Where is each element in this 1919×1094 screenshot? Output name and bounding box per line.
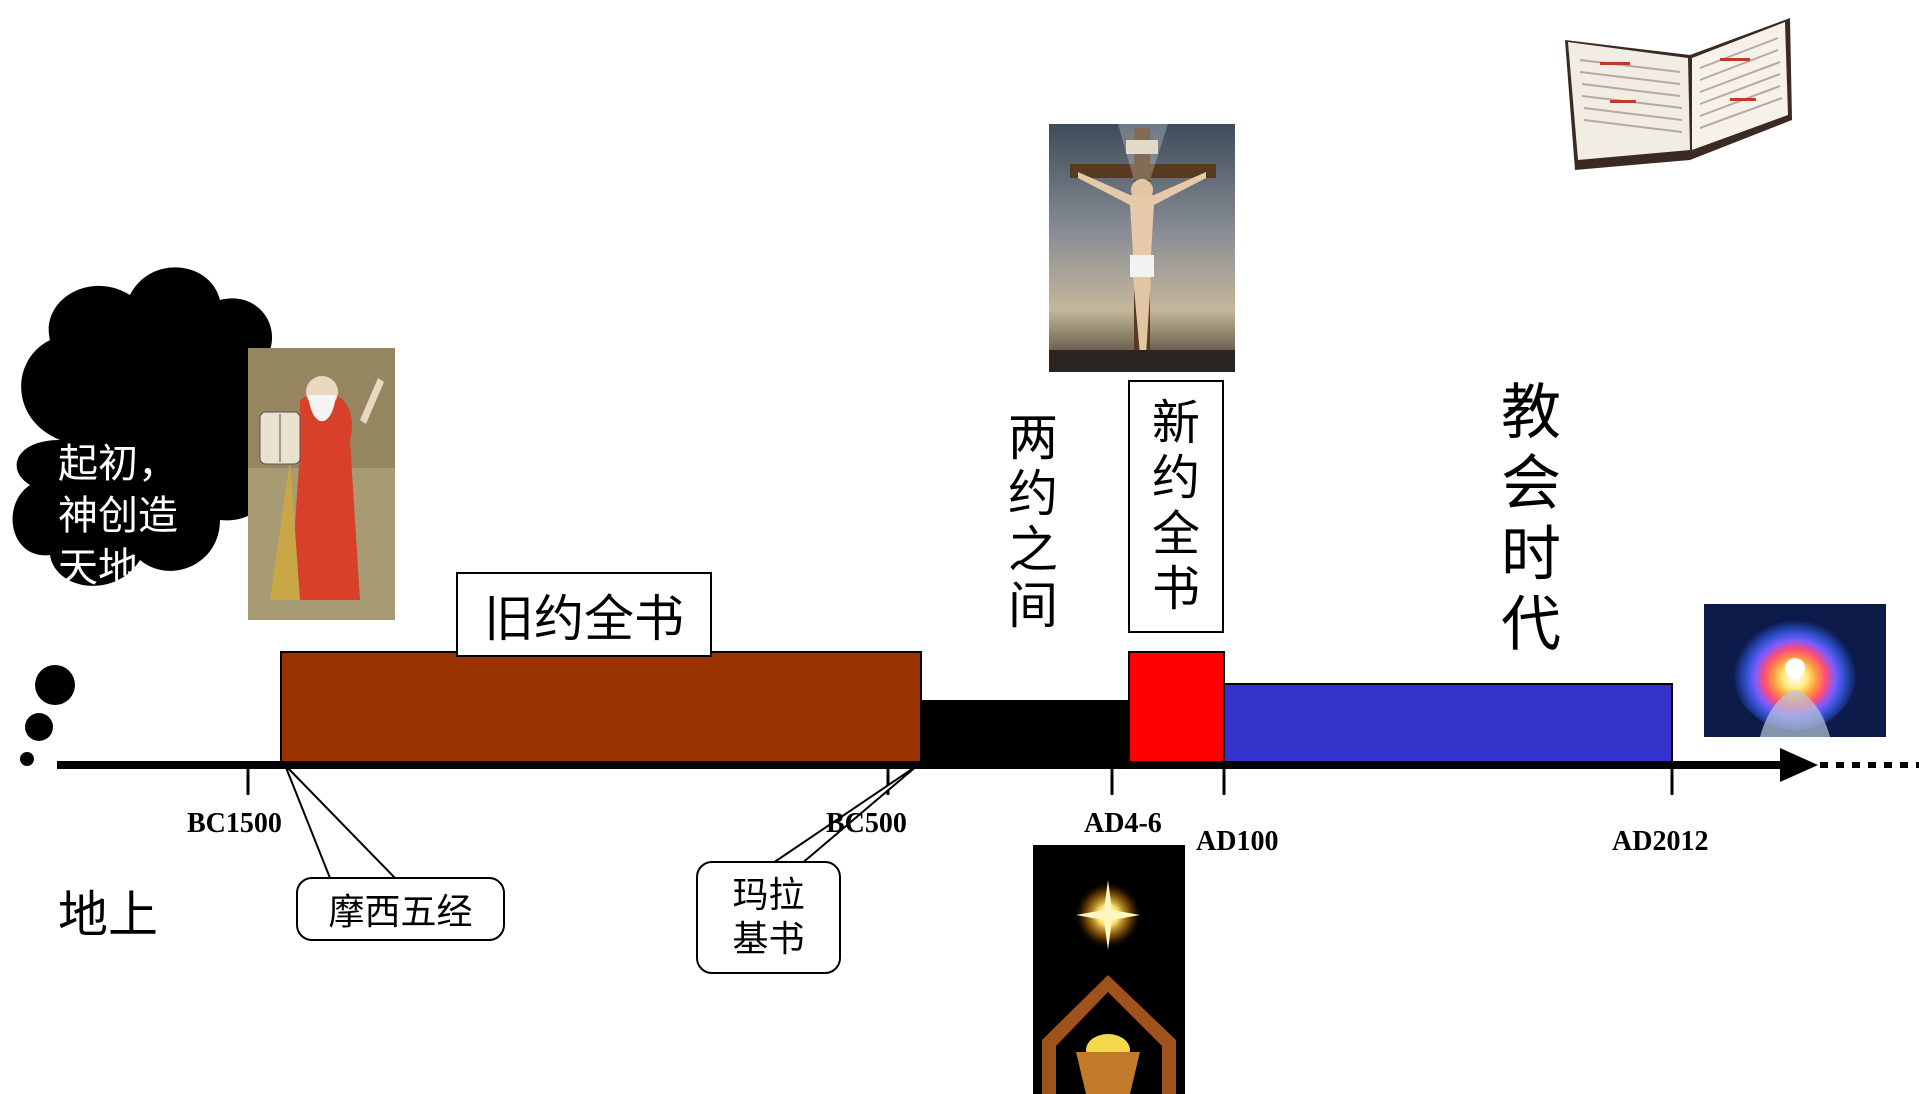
- intertestament-char-1: 两: [1008, 409, 1058, 467]
- thought-cloud-shape: [12, 267, 289, 586]
- nt-char-4: 书: [1151, 560, 1200, 617]
- nativity-image: [1033, 845, 1185, 1094]
- old-testament-bar: [280, 651, 922, 764]
- open-bible-image: [1565, 18, 1792, 170]
- tick-label-ad4-6: AD4-6: [1084, 808, 1162, 839]
- intertestament-char-3: 之: [1008, 521, 1058, 579]
- church-char-1: 教: [1501, 378, 1561, 448]
- pentateuch-pointer: [284, 764, 398, 879]
- axis-arrowhead: [1780, 748, 1818, 782]
- thought-bubble-text: 起初， 神创造 天地: [58, 438, 178, 594]
- old-testament-label: 旧约全书: [456, 572, 712, 657]
- thought-line-3: 天地: [58, 545, 138, 591]
- thought-line-1: 起初，: [58, 441, 178, 487]
- church-char-3: 时: [1501, 519, 1561, 590]
- moses-image: [248, 348, 395, 620]
- thought-dot-3: [20, 752, 34, 766]
- tick-label-bc1500: BC1500: [187, 808, 282, 839]
- tick-label-ad2012: AD2012: [1612, 826, 1709, 857]
- intertestament-bar: [921, 700, 1129, 763]
- rainbow-glory-image: [1704, 604, 1886, 737]
- malachi-callout: 玛拉 基书: [696, 861, 841, 974]
- malachi-line-1: 玛拉: [732, 874, 805, 916]
- timeline-axis: [57, 748, 1919, 782]
- pentateuch-callout: 摩西五经: [296, 877, 505, 941]
- tick-label-ad100: AD100: [1196, 826, 1279, 857]
- tick-label-bc500: BC500: [826, 808, 907, 839]
- church-age-bar: [1223, 683, 1673, 764]
- new-testament-bar: [1128, 651, 1225, 764]
- church-age-label: 教 会 时 代: [1496, 378, 1566, 661]
- malachi-line-2: 基书: [732, 918, 805, 960]
- earth-label: 地上: [58, 886, 158, 944]
- crucifixion-image: [1049, 124, 1235, 372]
- nt-char-2: 约: [1151, 450, 1200, 507]
- intertestament-char-4: 间: [1008, 577, 1058, 635]
- thought-dot-1: [35, 665, 75, 705]
- new-testament-label: 新 约 全 书: [1128, 380, 1224, 633]
- nt-char-3: 全: [1151, 505, 1200, 562]
- nt-char-1: 新: [1151, 395, 1200, 452]
- thought-line-2: 神创造: [58, 493, 178, 539]
- thought-bubble: [12, 267, 289, 766]
- intertestament-char-2: 约: [1008, 465, 1058, 523]
- church-char-4: 代: [1501, 590, 1561, 661]
- church-char-2: 会: [1501, 448, 1561, 519]
- thought-dot-2: [25, 713, 53, 741]
- intertestament-label: 两 约 之 间: [1003, 410, 1063, 634]
